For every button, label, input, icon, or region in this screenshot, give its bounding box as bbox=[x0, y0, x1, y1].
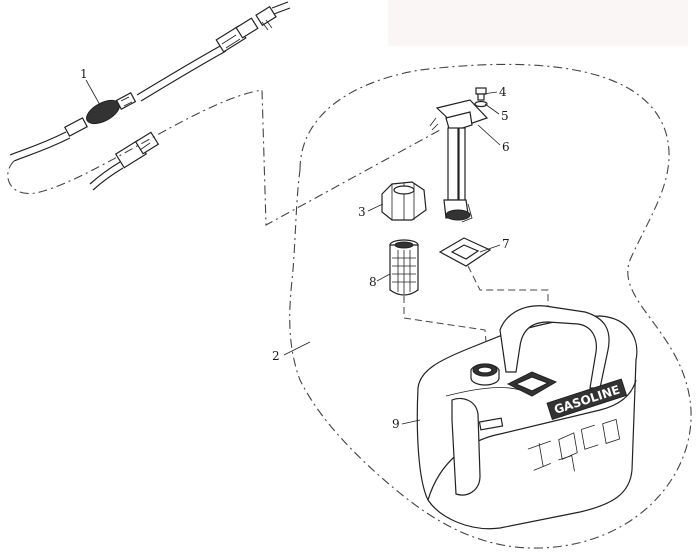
embossed-lettering bbox=[527, 418, 621, 472]
callout-4: 4 bbox=[499, 85, 507, 99]
fuel-hose-assembly bbox=[9, 1, 291, 191]
background-smudge bbox=[388, 0, 688, 46]
sender-gasket bbox=[438, 237, 492, 267]
hose-connector-lower bbox=[114, 131, 160, 169]
callout-7: 7 bbox=[502, 237, 510, 251]
routing-line-hose bbox=[7, 89, 441, 226]
washer bbox=[474, 100, 488, 108]
sender-port bbox=[506, 371, 558, 397]
callout-9: 9 bbox=[392, 417, 400, 431]
callout-1: 1 bbox=[80, 67, 88, 81]
fuel-gauge-sender bbox=[429, 99, 489, 223]
primer-bulb bbox=[64, 92, 137, 137]
filler-cap bbox=[470, 363, 500, 386]
fuel-filter bbox=[389, 239, 419, 296]
hose-connector-upper bbox=[215, 17, 259, 53]
callout-6: 6 bbox=[502, 140, 510, 154]
assembly-boundary bbox=[289, 63, 692, 549]
callout-2: 2 bbox=[272, 349, 280, 363]
fuel-tank: GASOLINE bbox=[416, 305, 638, 530]
sender-nut bbox=[381, 181, 427, 221]
callout-8: 8 bbox=[369, 275, 377, 289]
engine-plug bbox=[255, 1, 291, 31]
screw bbox=[475, 87, 487, 101]
callout-3: 3 bbox=[358, 205, 366, 219]
callout-5: 5 bbox=[501, 109, 509, 123]
callout-leaders bbox=[85, 79, 501, 425]
